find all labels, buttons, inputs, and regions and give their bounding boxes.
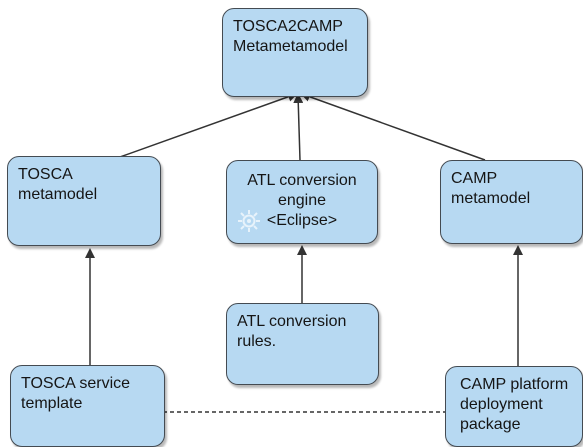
- node-camp-platform-deployment-package[interactable]: CAMP platform deployment package: [445, 366, 583, 447]
- node-tosca-service-template[interactable]: TOSCA service template: [10, 365, 165, 447]
- node-label: TOSCA2CAMP Metametamodel: [233, 18, 348, 55]
- node-label: ATL conversion engine <Eclipse>: [247, 172, 357, 229]
- node-camp-metamodel[interactable]: CAMP metamodel: [440, 160, 583, 244]
- edge-atl-engine-to-tosca2camp: [293, 93, 304, 161]
- node-label: TOSCA metamodel: [18, 166, 98, 203]
- edge-camp-metamodel-to-tosca2camp: [300, 92, 486, 161]
- node-label: TOSCA service template: [21, 375, 131, 412]
- gear-icon: [238, 210, 260, 232]
- node-label: CAMP metamodel: [451, 170, 531, 207]
- node-tosca2camp-metametamodel[interactable]: TOSCA2CAMP Metametamodel: [222, 8, 368, 97]
- node-tosca-metamodel[interactable]: TOSCA metamodel: [7, 156, 161, 246]
- node-atl-conversion-engine[interactable]: ATL conversion engine <Eclipse>: [226, 160, 378, 244]
- node-atl-conversion-rules[interactable]: ATL conversion rules.: [226, 303, 379, 385]
- node-label: ATL conversion rules.: [237, 313, 347, 350]
- edge-tosca-metamodel-to-tosca2camp: [119, 91, 298, 158]
- node-label: CAMP platform deployment package: [460, 376, 569, 433]
